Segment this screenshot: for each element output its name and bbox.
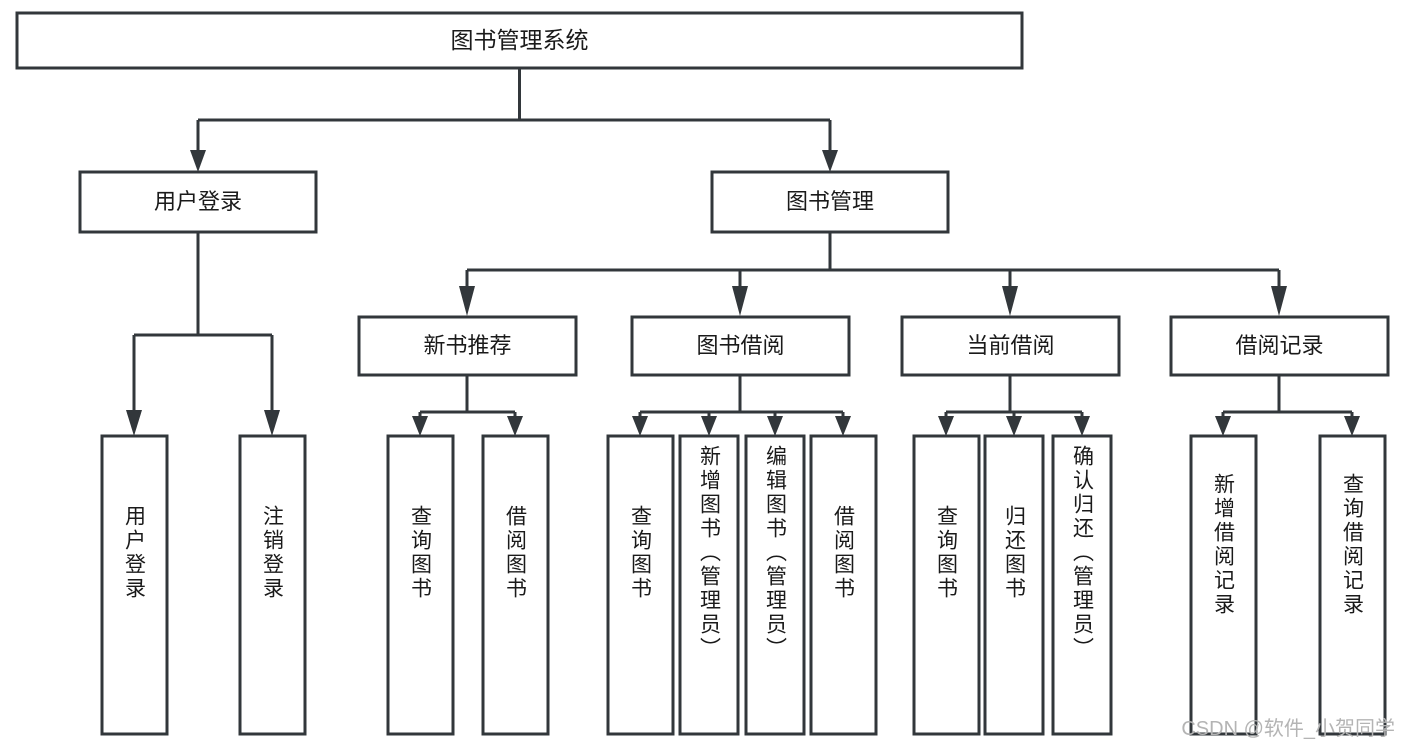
leaf-box-return-book[interactable] bbox=[983, 434, 1045, 736]
csdn-watermark: CSDN @软件_小贺同学 bbox=[1181, 718, 1395, 740]
leaf-box-edit-book[interactable] bbox=[744, 434, 806, 736]
node-borrow-record[interactable]: 借阅记录 bbox=[1169, 315, 1390, 377]
leaf-box-query-book-1[interactable] bbox=[386, 434, 455, 736]
leaf-box-query-book-2[interactable] bbox=[606, 434, 675, 736]
leaf-box-borrow-book-2[interactable] bbox=[809, 434, 878, 736]
node-current-borrow[interactable]: 当前借阅 bbox=[900, 315, 1121, 377]
edge-userlogin-to-leaves bbox=[126, 232, 280, 436]
edge-newbook-to-leaves bbox=[412, 375, 523, 436]
leaf-box-user-login[interactable] bbox=[100, 434, 169, 736]
edge-root-to-level2 bbox=[190, 68, 838, 172]
node-borrow-record-label: 借阅记录 bbox=[1235, 333, 1323, 358]
leaf-box-confirm-return[interactable] bbox=[1051, 434, 1113, 736]
leaf-box-logout[interactable] bbox=[238, 434, 307, 736]
node-new-book-recommend-label: 新书推荐 bbox=[423, 333, 511, 358]
node-new-book-recommend[interactable]: 新书推荐 bbox=[357, 315, 578, 377]
edge-currentborrow-to-leaves bbox=[938, 375, 1090, 436]
node-user-login-label: 用户登录 bbox=[154, 189, 242, 214]
leaf-box-query-book-3[interactable] bbox=[912, 434, 981, 736]
leaf-box-query-record[interactable] bbox=[1318, 434, 1387, 736]
node-book-borrow[interactable]: 图书借阅 bbox=[630, 315, 851, 377]
leaf-box-borrow-book-1[interactable] bbox=[481, 434, 550, 736]
node-book-borrow-label: 图书借阅 bbox=[696, 333, 784, 358]
node-root[interactable]: 图书管理系统 bbox=[15, 11, 1024, 70]
node-book-management-label: 图书管理 bbox=[786, 189, 874, 214]
edge-borrowrecord-to-leaves bbox=[1215, 375, 1360, 436]
node-current-borrow-label: 当前借阅 bbox=[966, 333, 1054, 358]
leaf-box-add-record[interactable] bbox=[1189, 434, 1258, 736]
leaf-box-add-book[interactable] bbox=[678, 434, 740, 736]
node-book-management[interactable]: 图书管理 bbox=[710, 170, 950, 234]
edge-bookborrow-to-leaves bbox=[632, 375, 851, 436]
node-user-login[interactable]: 用户登录 bbox=[78, 170, 318, 234]
edge-bookmgmt-to-level3 bbox=[459, 232, 1287, 316]
node-root-label: 图书管理系统 bbox=[451, 27, 589, 53]
